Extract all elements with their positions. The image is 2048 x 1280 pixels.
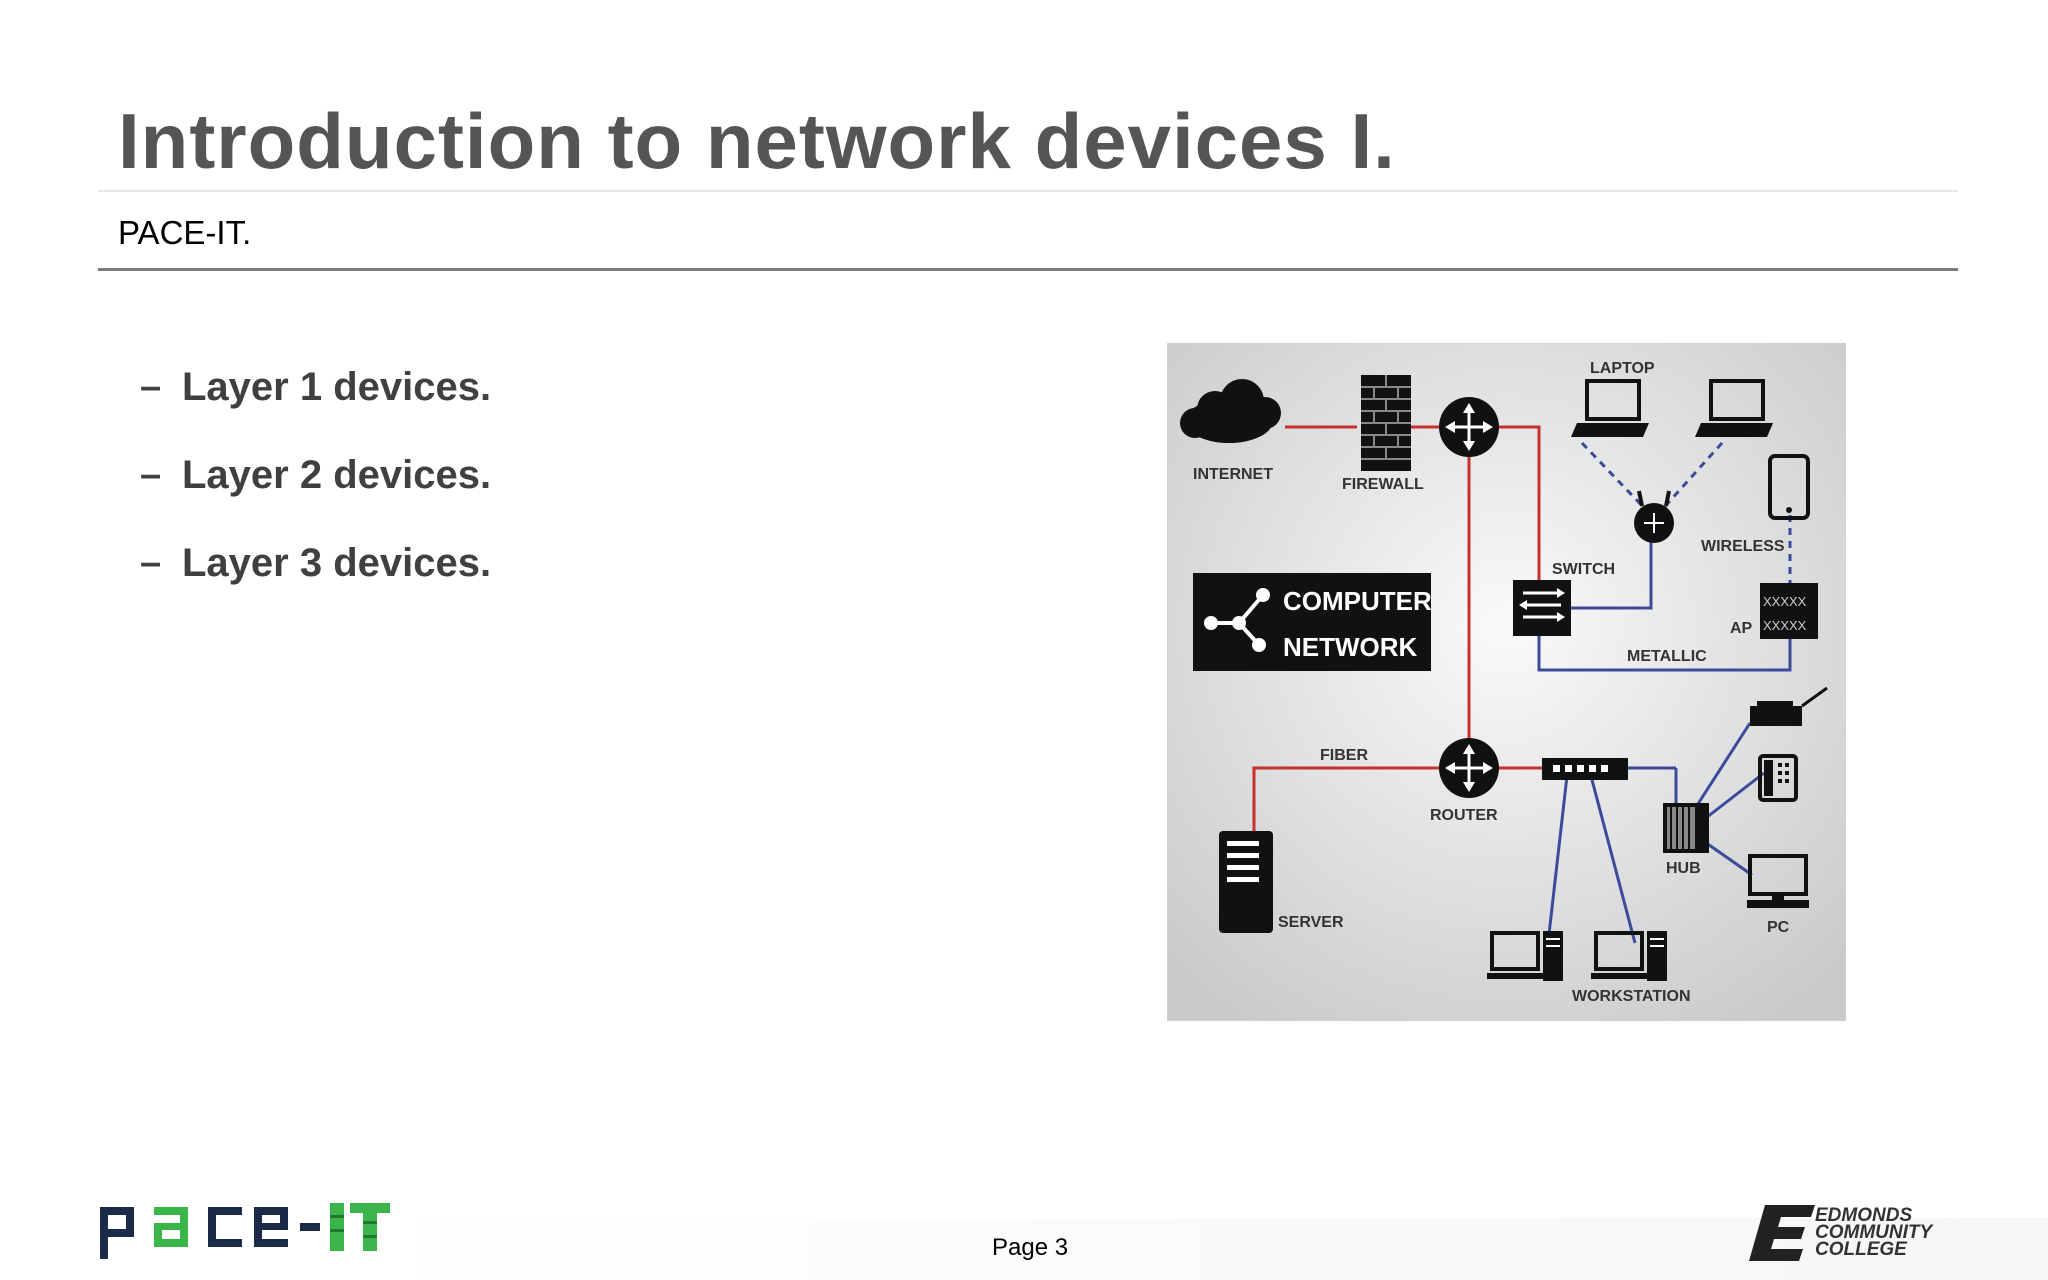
fiber-label: FIBER (1320, 747, 1368, 764)
internet-label: INTERNET (1193, 466, 1273, 483)
ap-pattern: XXXXX (1763, 618, 1807, 633)
diagram-background (1167, 343, 1846, 1021)
bullet-dash: – (140, 453, 162, 496)
laptop-icon (1695, 379, 1773, 437)
network-diagram: INTERNET FIREWALL LAPTOP (1167, 343, 1846, 1021)
bullet-dash: – (140, 365, 162, 408)
slide-subtitle: PACE-IT. (118, 214, 252, 251)
ap-label: AP (1730, 620, 1753, 637)
metallic-links (1537, 531, 1792, 944)
bullet-text: Layer 1 devices. (182, 364, 492, 409)
computer-network-badge: COMPUTER NETWORK (1193, 573, 1432, 671)
wireless-label: WIRELESS (1701, 538, 1785, 555)
bullet-item: – Layer 2 devices. (140, 431, 491, 519)
college-name: EDMONDS COMMUNITY COLLEGE (1815, 1205, 1933, 1260)
slide-title: Introduction to network devices I. (118, 97, 1396, 185)
router-icon (1439, 397, 1499, 457)
college-line: COMMUNITY (1815, 1222, 1933, 1243)
wireless-links (1580, 441, 1792, 583)
hub-icon (1663, 803, 1709, 853)
bullet-item: – Layer 1 devices. (140, 343, 491, 431)
bullet-dash: – (140, 541, 162, 584)
firewall-icon (1361, 375, 1411, 471)
router-icon (1439, 738, 1499, 798)
small-switch-icon (1542, 758, 1628, 780)
access-point-icon: XXXXX XXXXX (1760, 583, 1818, 639)
pc-icon (1747, 854, 1809, 908)
bullet-text: Layer 3 devices. (182, 540, 492, 585)
title-divider (98, 190, 1958, 192)
switch-label: SWITCH (1552, 561, 1615, 578)
hub-label: HUB (1666, 860, 1701, 877)
bullet-text: Layer 2 devices. (182, 452, 492, 497)
pc-label: PC (1767, 919, 1790, 936)
edmonds-cc-logo (1749, 1205, 1815, 1261)
badge-line-network: NETWORK (1283, 632, 1418, 662)
internet-cloud-icon (1180, 379, 1281, 443)
badge-line-computer: COMPUTER (1283, 586, 1432, 616)
phone-icon (1758, 754, 1798, 802)
router-label: ROUTER (1430, 807, 1498, 824)
switch-icon (1513, 580, 1571, 636)
laptop-icon (1571, 379, 1649, 437)
bullet-item: – Layer 3 devices. (140, 519, 491, 607)
pace-it-logo (100, 1203, 390, 1259)
server-label: SERVER (1278, 914, 1344, 931)
college-line: COLLEGE (1815, 1239, 1907, 1260)
bullet-list: – Layer 1 devices. – Layer 2 devices. – … (140, 343, 491, 607)
modem-icon (1750, 686, 1828, 726)
metallic-label: METALLIC (1627, 648, 1707, 665)
wireless-router-icon (1634, 490, 1674, 543)
header-rule (98, 268, 1958, 271)
college-line: EDMONDS (1815, 1205, 1913, 1226)
workstation-icon (1591, 931, 1667, 981)
workstation-icon (1487, 931, 1563, 981)
firewall-label: FIREWALL (1342, 476, 1424, 493)
laptop-label: LAPTOP (1590, 360, 1655, 377)
workstation-label: WORKSTATION (1572, 988, 1691, 1005)
page-number: Page 3 (992, 1234, 1069, 1261)
server-icon (1219, 831, 1273, 933)
ap-pattern: XXXXX (1763, 594, 1807, 609)
tablet-icon (1768, 454, 1810, 520)
